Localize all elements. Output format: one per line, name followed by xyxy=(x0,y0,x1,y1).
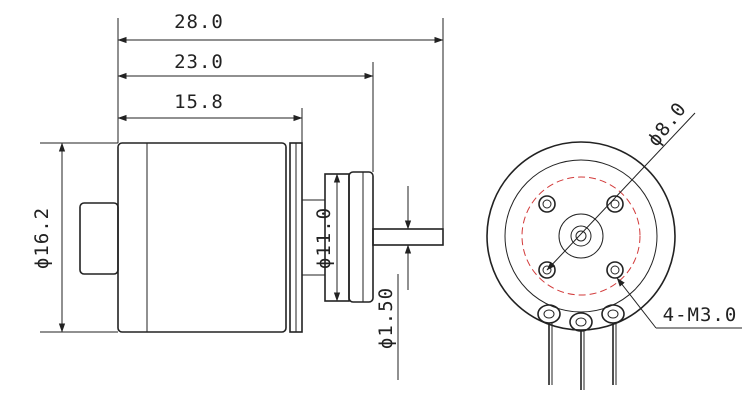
dim-mount-holes: 4-M3.0 xyxy=(663,304,738,326)
flange-plate xyxy=(348,171,374,303)
inner-face xyxy=(504,159,658,313)
terminal xyxy=(601,304,625,385)
hole-pitch-circle xyxy=(521,176,641,296)
front-view: ϕ8.0 4-M3.0 xyxy=(486,98,742,390)
shaft xyxy=(372,228,444,246)
dim-total-length: 28.0 xyxy=(174,11,224,33)
terminal xyxy=(569,312,593,390)
mount-hole xyxy=(538,195,556,213)
shaft-end xyxy=(575,230,587,242)
dim-body-diameter: ϕ16.2 xyxy=(31,207,53,269)
side-view: 28.0 23.0 15.8 ϕ16.2 ϕ11.0 ϕ1.50 xyxy=(31,11,444,380)
dim-shaft-diameter: ϕ1.50 xyxy=(375,287,397,349)
rear-cap xyxy=(79,202,119,275)
leader-bolt-circle xyxy=(546,112,696,271)
mount-hole xyxy=(606,195,624,213)
hub-inner xyxy=(570,225,592,247)
terminal xyxy=(537,304,561,385)
motor-body xyxy=(117,142,287,333)
mount-hole xyxy=(606,261,624,279)
dim-boss-diameter: ϕ11.0 xyxy=(313,207,335,269)
dim-flange-length: 23.0 xyxy=(174,51,224,73)
dim-body-length: 15.8 xyxy=(174,91,224,113)
leader-mount-holes xyxy=(616,277,657,329)
hub-outer xyxy=(558,213,604,259)
outer-housing xyxy=(486,141,676,331)
